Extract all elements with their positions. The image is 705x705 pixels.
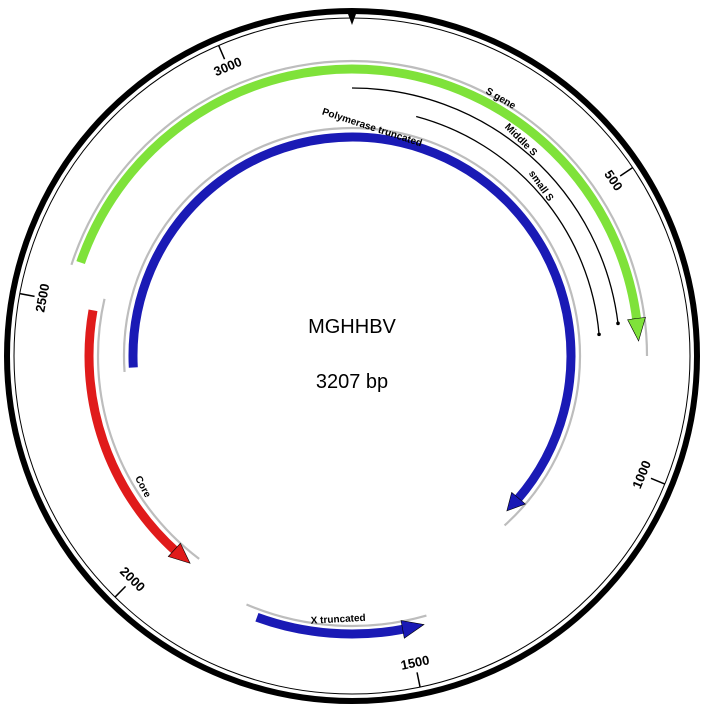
polymerase-track <box>122 126 582 527</box>
core-track <box>96 298 200 560</box>
feature-x: X truncated <box>246 603 427 639</box>
plasmid-backbone <box>4 8 700 704</box>
feature-core: Core <box>84 298 200 564</box>
tick-label-2500: 2500 <box>32 282 52 313</box>
x-track <box>246 603 427 628</box>
tick-label-500: 500 <box>601 167 626 193</box>
feature-middle-s: Middle S <box>351 87 620 326</box>
small-s-label: small S <box>526 169 555 204</box>
tick-1000 <box>650 477 666 485</box>
tick-2500 <box>19 292 35 298</box>
s-gene-arrowhead <box>627 317 646 342</box>
small-s-arc <box>416 115 600 335</box>
x-label: X truncated <box>310 613 366 627</box>
core-arrowhead <box>167 542 191 564</box>
tick-label-1000: 1000 <box>629 458 654 490</box>
s-gene-arc <box>76 64 642 322</box>
tick-label-3000: 3000 <box>211 54 243 79</box>
small-s-end-dot <box>597 332 601 337</box>
x-arc <box>255 613 406 639</box>
tick-2000 <box>114 585 127 598</box>
x-arrowhead <box>400 620 425 639</box>
plasmid-name: MGHHBV <box>308 316 396 338</box>
backbone-outer-ring <box>4 8 700 704</box>
tick-1500 <box>416 672 421 688</box>
plasmid-size: 3207 bp <box>316 371 388 393</box>
middle-s-end-dot <box>616 321 620 326</box>
s-gene-track <box>70 59 649 357</box>
middle-s-arc <box>351 87 619 324</box>
tick-3000 <box>217 45 226 60</box>
tick-label-1500: 1500 <box>399 652 430 673</box>
polymerase-arc <box>128 132 576 503</box>
polymerase-arrowhead <box>506 491 526 512</box>
core-arc <box>84 309 180 555</box>
tick-500 <box>619 166 634 177</box>
feature-s-gene: S gene <box>70 59 649 357</box>
origin-marker <box>348 14 356 25</box>
